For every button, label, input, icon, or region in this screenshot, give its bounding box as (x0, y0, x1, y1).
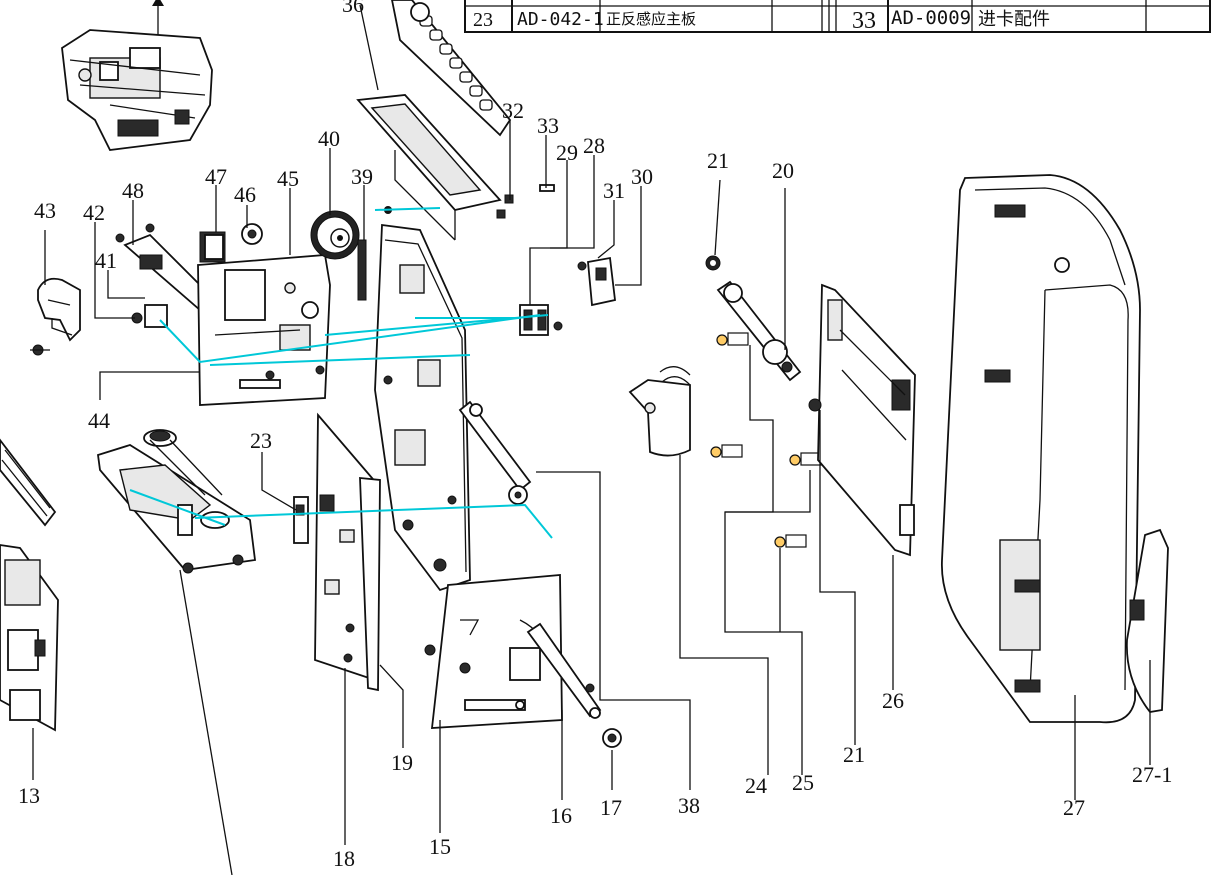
table-row-1-no: 23 (473, 9, 493, 31)
plate-15 (424, 574, 622, 748)
table-row-1-name: 正反感应主板 (606, 10, 696, 28)
callout-18: 18 (333, 846, 355, 871)
callout-36: 36 (342, 0, 364, 17)
callout-28: 28 (583, 133, 605, 158)
leader-lines (32, 4, 1151, 875)
table-row-2-name: 进卡配件 (978, 9, 1050, 30)
parts-table: 23 AD-042-1 正反感应主板 33 AD-0009 进卡配件 (464, 0, 1211, 34)
callout-20: 20 (772, 158, 794, 183)
callout-40: 40 (318, 126, 340, 151)
table-row-2-code: AD-0009 (891, 7, 971, 29)
callout-44: 44 (88, 408, 110, 433)
callout-48: 48 (122, 178, 144, 203)
callout-29: 29 (556, 140, 578, 165)
top-left-assembly (61, 0, 213, 151)
connectors-24-25 (710, 332, 822, 548)
callout-16: 16 (550, 803, 572, 828)
callout-17: 17 (600, 795, 622, 820)
callout-15: 15 (429, 834, 451, 859)
callout-32: 32 (502, 98, 524, 123)
callout-21-top: 21 (707, 148, 729, 173)
callout-24: 24 (745, 773, 767, 798)
callout-46: 46 (234, 182, 256, 207)
callout-27-1: 27-1 (1132, 762, 1172, 787)
callout-27: 27 (1063, 795, 1085, 820)
callout-31: 31 (603, 178, 625, 203)
table-row-2-no: 33 (852, 8, 876, 34)
left-edge-parts (0, 438, 59, 732)
callout-47: 47 (205, 164, 227, 189)
assembly-guide-lines (129, 314, 553, 539)
bracket-43 (30, 277, 81, 356)
cover-27-1 (1125, 528, 1169, 713)
table-row-1-code: AD-042-1 (517, 9, 604, 30)
rod-38 (458, 400, 532, 505)
brackets-28-31 (519, 184, 616, 336)
card-guide-36 (356, 0, 514, 241)
callout-19: 19 (391, 750, 413, 775)
shaft-20 (705, 255, 802, 382)
callout-21-bottom: 21 (843, 742, 865, 767)
callout-26: 26 (882, 688, 904, 713)
callout-30: 30 (631, 164, 653, 189)
callout-45: 45 (277, 166, 299, 191)
cup-part (628, 366, 691, 457)
housing-27 (941, 174, 1141, 724)
callout-23: 23 (250, 428, 272, 453)
base-pulley-assembly (97, 429, 257, 574)
callout-38: 38 (678, 793, 700, 818)
callout-33: 33 (537, 113, 559, 138)
plate-18 (314, 412, 381, 692)
callout-numbers: 36 32 33 29 28 31 30 40 39 45 46 47 48 4… (18, 0, 1172, 871)
callout-42: 42 (83, 200, 105, 225)
callout-39: 39 (351, 164, 373, 189)
plate-45 (197, 210, 360, 406)
sensor-board-23 (293, 496, 309, 544)
callout-41: 41 (95, 248, 117, 273)
callout-25: 25 (792, 770, 814, 795)
callout-13: 13 (18, 783, 40, 808)
callout-43: 43 (34, 198, 56, 223)
pcb-26 (808, 283, 916, 557)
